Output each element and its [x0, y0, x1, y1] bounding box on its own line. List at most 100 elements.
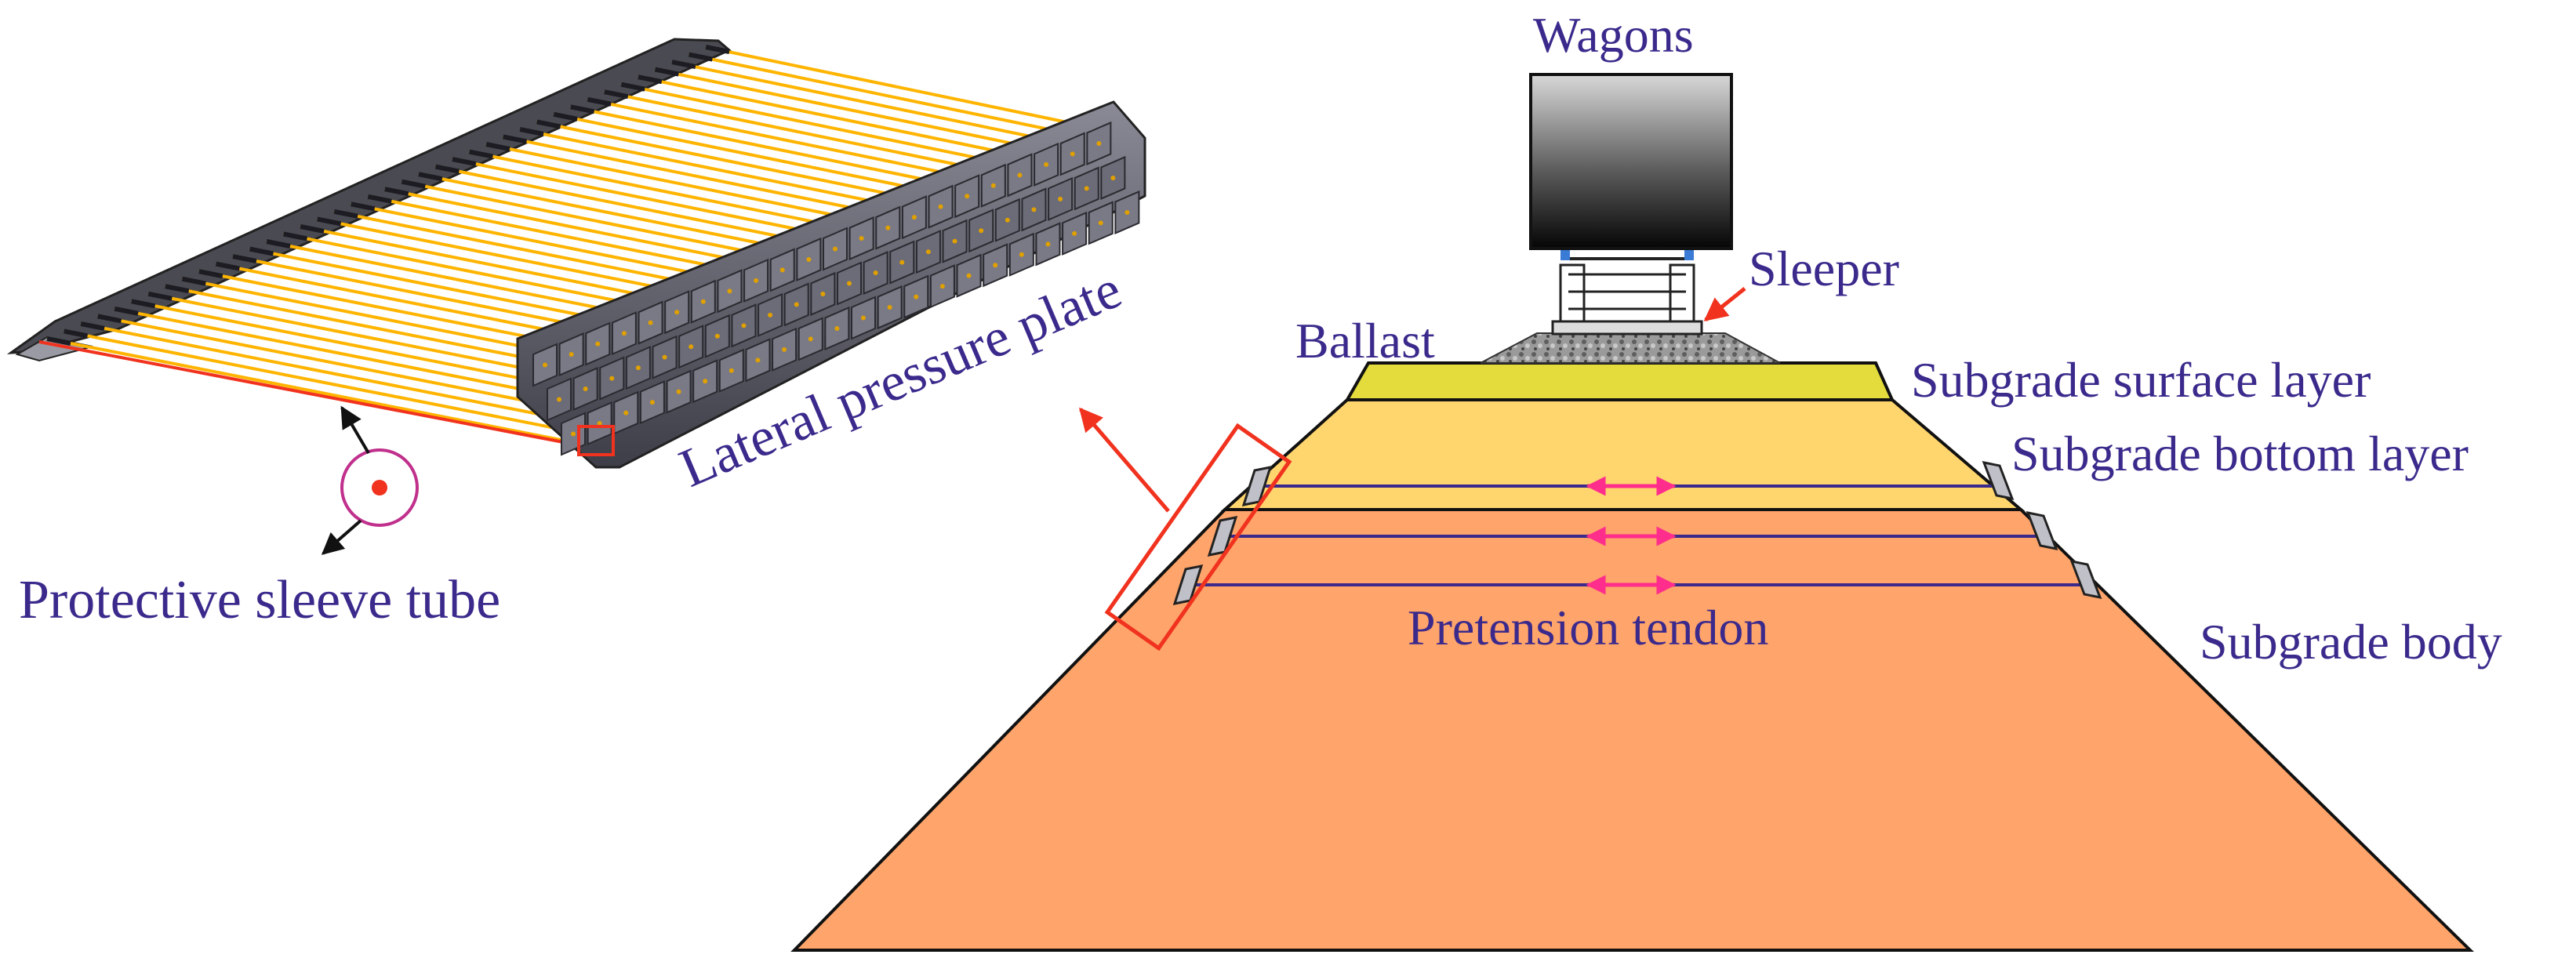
sleeper-label: Sleeper: [1749, 241, 1899, 296]
anchor-bolt: [939, 284, 945, 289]
yellow-tendon: [80, 321, 607, 430]
ridge-anchor: [705, 45, 730, 54]
ridge-anchor: [638, 74, 663, 85]
embankment-cross-section: [790, 73, 2474, 952]
anchor-bolt: [925, 249, 931, 255]
ridge-anchor: [384, 187, 409, 197]
ridge-anchor: [519, 126, 544, 136]
callout-arrow: [1079, 407, 1170, 513]
ridge-anchor: [80, 321, 105, 331]
ridge-anchor: [620, 82, 645, 92]
ridge-anchor: [266, 239, 291, 249]
ridge-anchor: [351, 201, 376, 212]
anchor-bolt: [1019, 252, 1024, 257]
ridge-anchor: [536, 119, 561, 129]
ridge-anchor: [249, 246, 274, 256]
anchor-bolt: [595, 341, 601, 347]
anchor-bolt: [597, 421, 602, 426]
anchor-bolt: [1017, 172, 1023, 178]
ridge-anchor: [367, 194, 392, 204]
anchor-bolt: [966, 273, 972, 278]
anchor-bolt: [1031, 207, 1037, 212]
yellow-tendon: [553, 112, 967, 201]
ballast-label: Ballast: [1295, 313, 1435, 368]
protective-sleeve-tube-label: Protective sleeve tube: [19, 570, 500, 630]
ridge-anchor: [688, 52, 714, 62]
anchor-bolt: [782, 347, 787, 352]
anchor-bolt: [1098, 220, 1103, 226]
ridge-anchor: [418, 172, 443, 182]
anchor-bolt: [569, 352, 574, 357]
ridge-anchor: [198, 269, 223, 279]
ridge-anchor: [131, 299, 156, 309]
anchor-bolt: [1044, 162, 1049, 167]
lateral-pressure-plate-block: [516, 100, 1146, 469]
anchor-bolt: [621, 331, 627, 336]
ridge-anchor: [604, 89, 629, 100]
anchor-bolt: [820, 291, 826, 296]
anchor-bolt: [649, 400, 655, 405]
anchor-bolt: [834, 325, 840, 331]
ridge-anchor: [502, 134, 528, 144]
ridge-anchor: [553, 111, 578, 122]
ridge-anchor: [300, 223, 325, 234]
anchor-bolt: [779, 267, 785, 273]
anchor-bolt: [754, 278, 759, 283]
anchor-bolt: [676, 389, 681, 394]
anchor-bolt: [861, 315, 866, 321]
anchor-bolt: [911, 215, 917, 220]
ridge-anchor: [434, 164, 460, 174]
anchor-bolt: [859, 236, 864, 241]
subgrade-body-label: Subgrade body: [2200, 614, 2502, 670]
anchor-bolt: [952, 238, 957, 244]
plate-corner-marker: [577, 425, 615, 456]
anchor-bolt: [700, 299, 706, 304]
anchor-bolt: [662, 354, 667, 360]
anchor-bolt: [703, 379, 708, 384]
anchor-bolt: [557, 397, 561, 402]
ridge-anchor: [232, 254, 257, 264]
anchor-bolt: [1070, 151, 1075, 157]
ridge-anchor: [181, 276, 206, 286]
yellow-tendon: [638, 75, 1031, 160]
ridge-anchor: [485, 142, 510, 151]
yellow-tendon: [587, 97, 993, 184]
ridge-anchor: [401, 179, 426, 189]
anchor-bolt: [623, 410, 629, 416]
anchor-bolt: [808, 336, 813, 342]
ridge-anchor: [114, 306, 139, 316]
anchor-bolt: [609, 376, 615, 381]
anchor-bolt: [847, 281, 852, 286]
anchor-bolt: [887, 305, 892, 310]
anchor-bolt: [993, 263, 998, 268]
yellow-tendon: [654, 67, 1045, 152]
yellow-tendon: [689, 53, 1070, 136]
ridge-anchor: [165, 284, 190, 294]
sleeve-tube-edge: [38, 340, 597, 450]
anchor-bolt: [914, 294, 919, 299]
subgrade-surface-layer: [1344, 361, 1895, 401]
yellow-tendon: [604, 90, 1005, 176]
anchor-bolt: [1072, 230, 1077, 236]
ridge-anchor: [317, 216, 342, 227]
anchor-bolt: [938, 204, 943, 209]
subgrade-body-layer: [790, 508, 2474, 952]
anchor-bolt: [543, 362, 547, 368]
ridge-anchor: [215, 261, 240, 271]
anchor-bolt: [899, 259, 905, 265]
ridge-anchor: [654, 67, 679, 77]
detail-callout-box: [1104, 423, 1292, 651]
anchor-bolt: [728, 368, 734, 373]
yellow-tendon: [64, 329, 594, 437]
ridge-anchor: [63, 328, 89, 339]
ridge-anchor: [570, 104, 595, 114]
anchor-bolt: [741, 323, 747, 328]
anchor-bolt: [806, 256, 812, 262]
ridge-anchor: [587, 96, 612, 107]
sleeve-center-dot: [372, 480, 387, 495]
anchor-bolt: [833, 246, 837, 252]
sleeper-arrow: [1703, 287, 1746, 321]
sleeve-arrow-up: [340, 405, 370, 455]
anchor-bolt: [648, 320, 653, 325]
